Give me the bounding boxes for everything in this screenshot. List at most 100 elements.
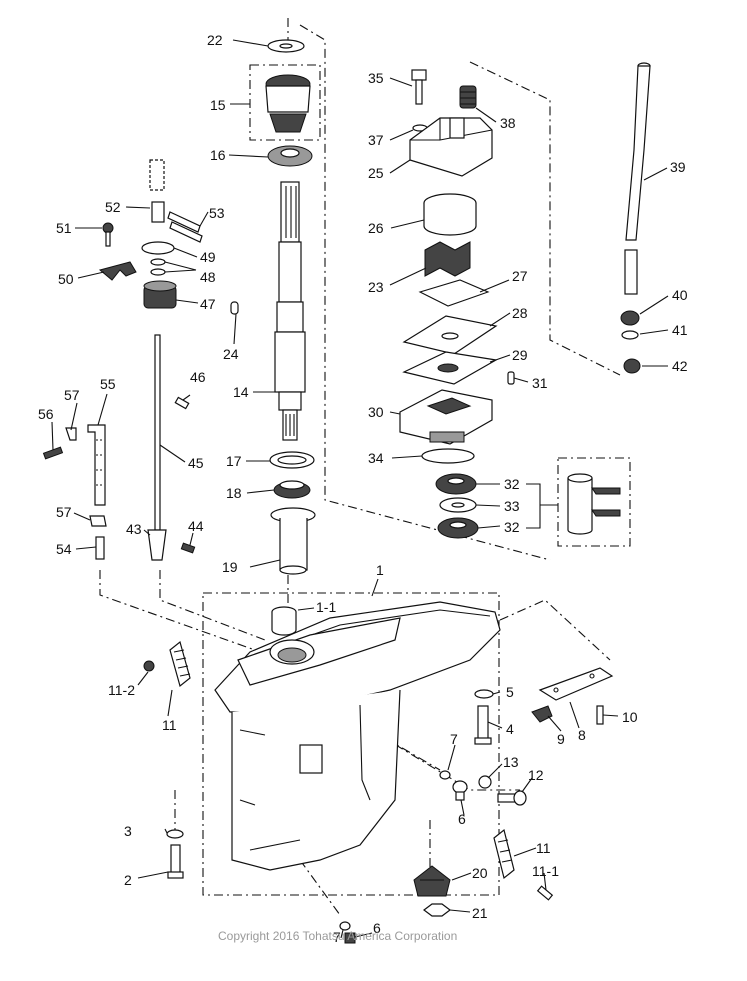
- part-9-lever: [531, 705, 553, 723]
- part-57-clip: [65, 427, 77, 441]
- part-7-washer: [439, 770, 451, 780]
- label-24: 24: [223, 346, 239, 362]
- label-5: 5: [506, 684, 514, 700]
- label-17: 17: [226, 453, 242, 469]
- label-7-lower: 7: [333, 929, 341, 945]
- label-52: 52: [105, 199, 121, 215]
- label-1: 1: [376, 562, 384, 578]
- part-28-plate: [402, 315, 498, 355]
- label-8: 8: [578, 727, 586, 743]
- label-1-1: 1-1: [316, 599, 336, 615]
- part-32-bearing-top: [435, 473, 477, 495]
- part-14-drive-shaft: [274, 181, 306, 441]
- label-39: 39: [670, 159, 686, 175]
- part-24-key: [230, 301, 239, 315]
- label-6-lower: 6: [373, 920, 381, 936]
- part-45-shift-rod: [154, 334, 161, 531]
- label-29: 29: [512, 347, 528, 363]
- part-56-pin: [42, 446, 64, 460]
- part-11-anode-right: [493, 828, 515, 880]
- label-51: 51: [56, 220, 72, 236]
- label-53: 53: [209, 205, 225, 221]
- label-56: 56: [38, 406, 54, 422]
- part-19-sleeve: [270, 507, 316, 575]
- part-4-stud: [474, 705, 492, 745]
- label-6-upper: 6: [458, 811, 466, 827]
- part-53-pins: [167, 211, 203, 243]
- label-40: 40: [672, 287, 688, 303]
- label-4: 4: [506, 721, 514, 737]
- label-42: 42: [672, 358, 688, 374]
- part-48-orings: [150, 258, 166, 266]
- part-10-screw: [596, 705, 604, 725]
- part-11-2-nut: [143, 660, 155, 672]
- label-57-upper: 57: [64, 387, 80, 403]
- label-7-upper: 7: [450, 731, 458, 747]
- sub-assembly-box-1: [202, 592, 500, 896]
- part-3-washer: [166, 829, 184, 839]
- label-50: 50: [58, 271, 74, 287]
- label-27: 27: [512, 268, 528, 284]
- part-32-bearing-bottom: [437, 517, 479, 539]
- part-16-bearing: [267, 145, 313, 167]
- label-11-2: 11-2: [108, 682, 135, 698]
- label-25: 25: [368, 165, 384, 181]
- label-41: 41: [672, 322, 688, 338]
- label-35: 35: [368, 70, 384, 86]
- part-13-washer: [478, 775, 492, 789]
- part-1-gear-case: [214, 601, 501, 871]
- copyright-notice: Copyright 2016 Tohatsu America Corporati…: [218, 929, 457, 943]
- part-57b-clip: [89, 515, 107, 527]
- part-47-bushing: [143, 280, 177, 309]
- part-44-pin: [180, 542, 196, 554]
- assembly-guide-lines: [99, 18, 621, 916]
- detail-inset-box: [557, 457, 631, 547]
- part-41-seal: [621, 330, 639, 340]
- label-34: 34: [368, 450, 384, 466]
- part-29-gasket: [402, 351, 498, 385]
- part-33-washer: [439, 497, 477, 513]
- label-18: 18: [226, 485, 242, 501]
- part-30-housing: [399, 389, 493, 445]
- label-10: 10: [622, 709, 638, 725]
- part-43-joint: [147, 529, 167, 561]
- part-2-bolt: [167, 844, 184, 879]
- label-32-lower: 32: [504, 519, 520, 535]
- label-31: 31: [532, 375, 548, 391]
- label-48: 48: [200, 269, 216, 285]
- label-11-right: 11: [536, 840, 551, 856]
- part-7b-washer: [339, 921, 351, 931]
- part-52-sleeve: [149, 159, 165, 223]
- sub-assembly-box-15: [249, 64, 321, 141]
- part-27-gasket: [418, 279, 490, 307]
- part-34-oring: [421, 448, 475, 464]
- label-11-left: 11: [162, 717, 177, 733]
- label-55: 55: [100, 376, 116, 392]
- part-21-nut: [423, 903, 451, 917]
- label-23: 23: [368, 279, 384, 295]
- part-26-liner: [423, 193, 477, 236]
- part-31-pin: [507, 371, 515, 385]
- label-57-lower: 57: [56, 504, 72, 520]
- part-11-1-screw: [536, 885, 554, 901]
- label-46: 46: [190, 369, 206, 385]
- label-28: 28: [512, 305, 528, 321]
- label-2: 2: [124, 872, 132, 888]
- part-55-rod: [87, 424, 106, 506]
- part-38-grommet: [459, 85, 477, 109]
- label-38: 38: [500, 115, 516, 131]
- part-50-lever: [98, 261, 137, 281]
- label-30: 30: [368, 404, 384, 420]
- label-37: 37: [368, 132, 384, 148]
- label-11-1: 11-1: [532, 863, 559, 879]
- label-54: 54: [56, 541, 72, 557]
- part-46-pin: [174, 396, 190, 410]
- part-51-bolt: [102, 222, 114, 247]
- part-5-washer: [474, 689, 494, 699]
- part-17-ring: [269, 451, 315, 469]
- part-54-fitting: [95, 536, 105, 560]
- part-15-bearing: [265, 74, 311, 133]
- part-22-washer: [267, 39, 305, 53]
- part-23-impeller: [424, 241, 471, 277]
